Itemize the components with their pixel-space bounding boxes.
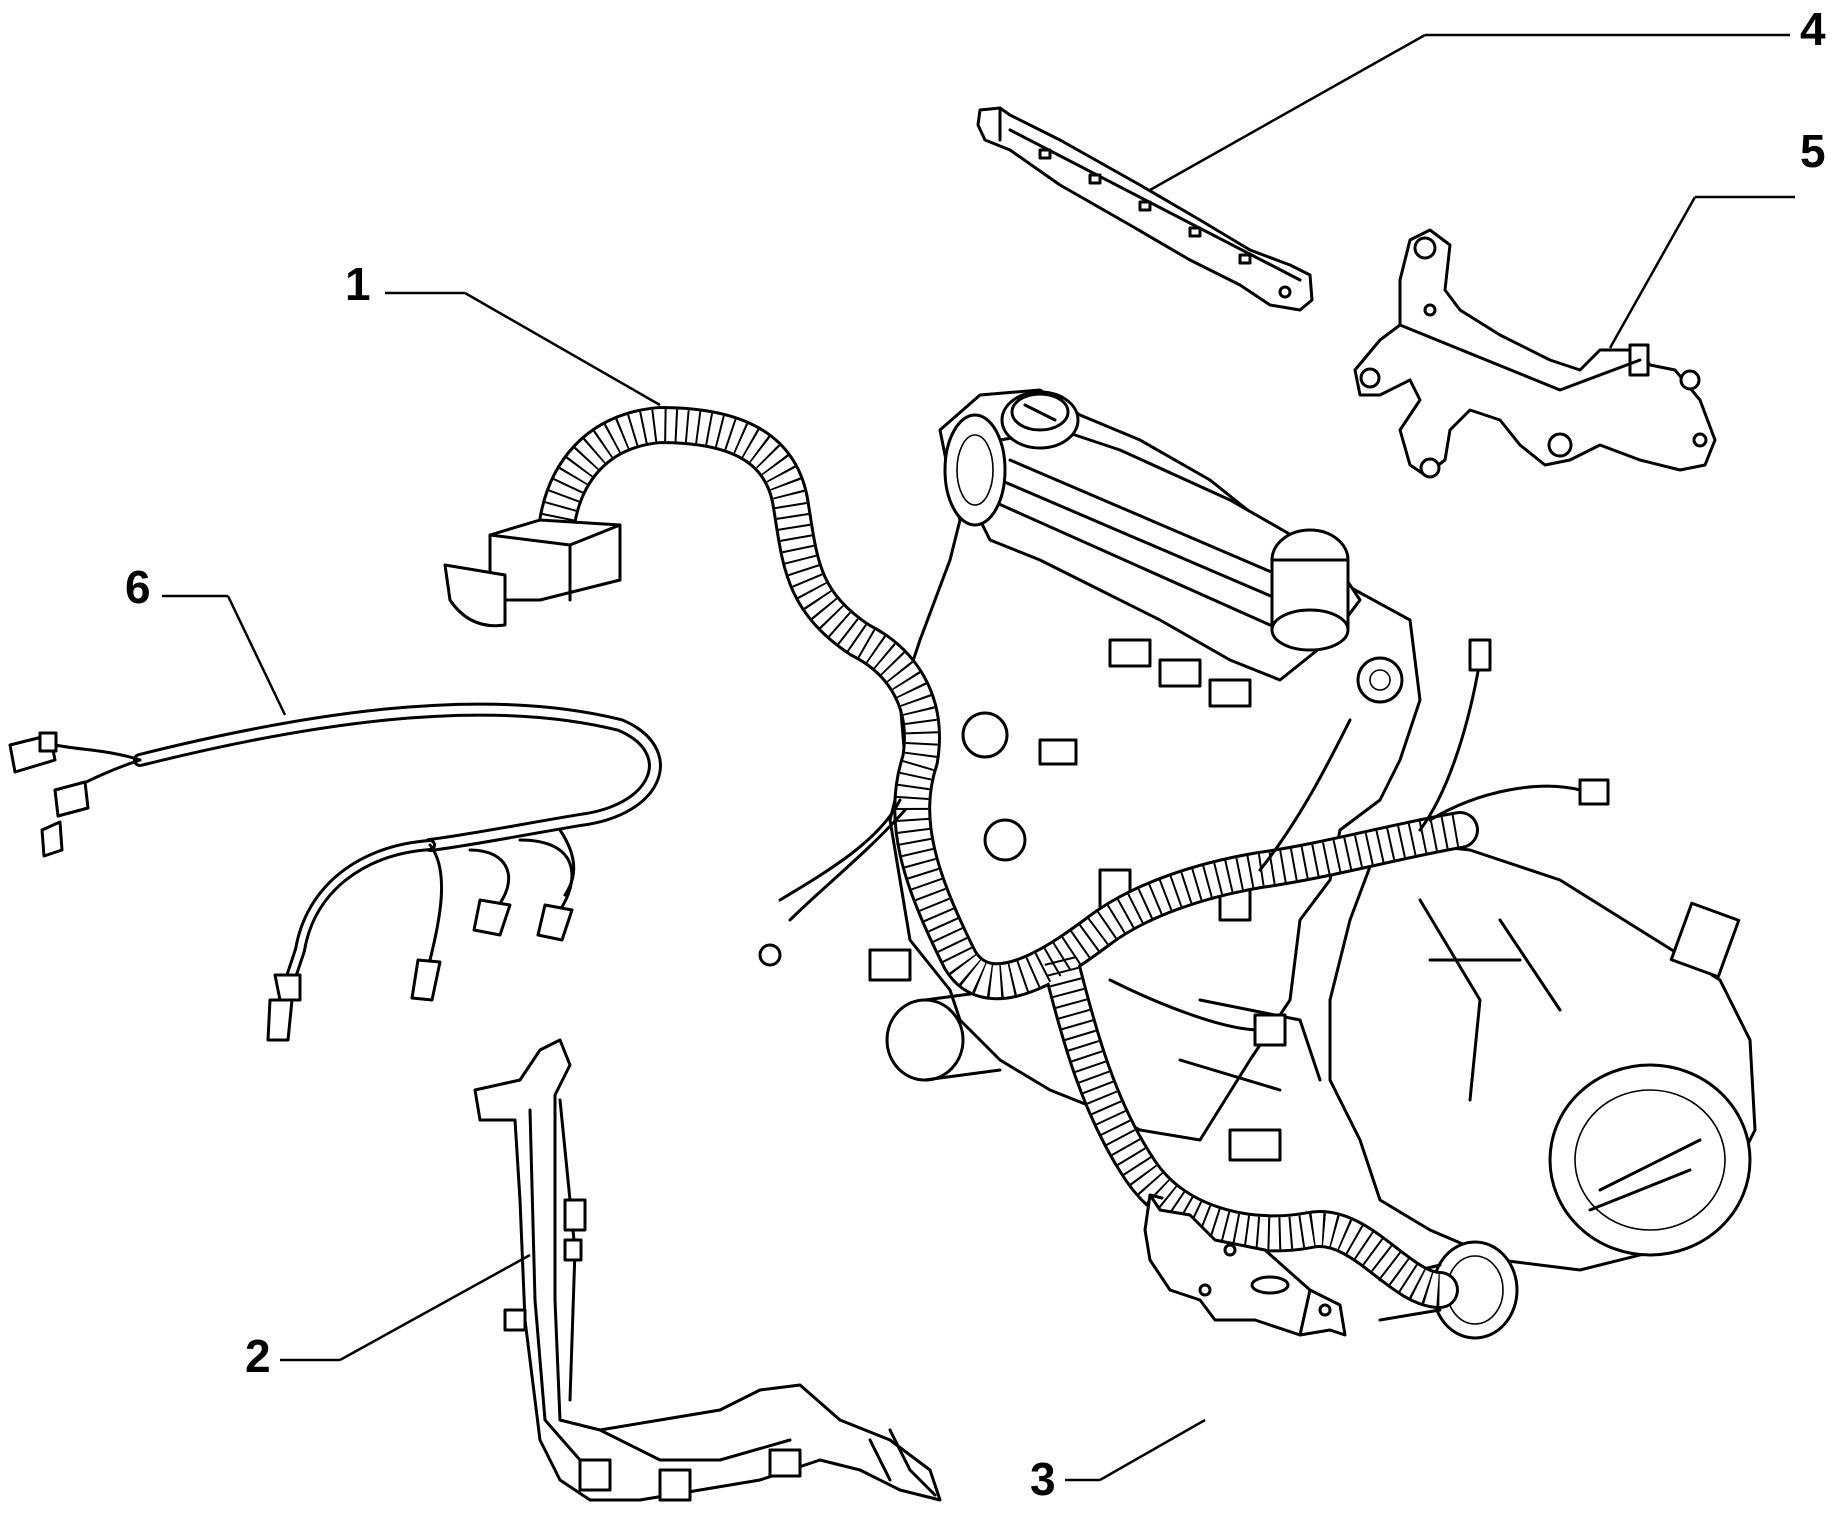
callout-label-3: 3 [1030, 1453, 1056, 1505]
callout-label-4: 4 [1800, 3, 1826, 55]
callout-4: 4 [1149, 3, 1826, 192]
small-mounting-bracket [1143, 1193, 1347, 1337]
engine-wiring-harness [443, 406, 1610, 1309]
engine-assembly [868, 388, 1757, 1340]
callout-label-2: 2 [245, 1330, 271, 1382]
callout-label-1: 1 [345, 258, 371, 310]
callout-label-5: 5 [1800, 125, 1826, 177]
engine-mount-bracket [1353, 228, 1717, 479]
callout-1: 1 [345, 258, 661, 407]
callout-2: 2 [245, 1253, 531, 1382]
callout-label-6: 6 [125, 561, 151, 613]
callout-3: 3 [1030, 1418, 1206, 1505]
callout-5: 5 [1608, 125, 1826, 349]
lower-harness-bracket [473, 1038, 942, 1502]
callout-6: 6 [125, 561, 287, 716]
harness-support-rail [976, 106, 1314, 312]
auxiliary-wiring-harness [8, 702, 662, 1042]
